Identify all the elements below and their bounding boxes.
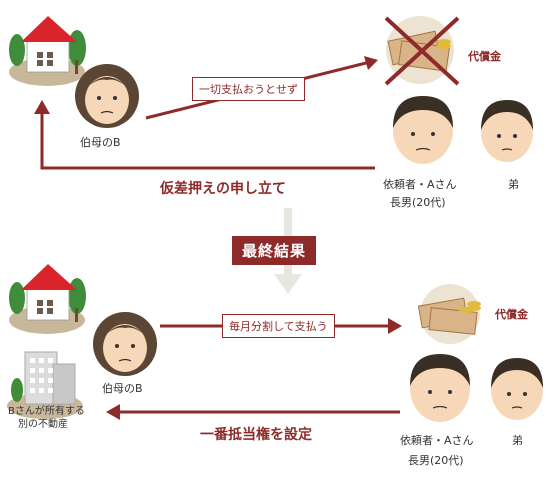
client-face-icon-bottom <box>410 354 470 422</box>
aunt-face-icon <box>75 64 139 128</box>
brother-label-bottom: 弟 <box>512 434 523 447</box>
aunt-face-icon-bottom <box>93 312 157 376</box>
client-sub-top: 長男(20代) <box>390 196 446 209</box>
final-result-banner: 最終結果 <box>232 236 317 265</box>
brother-label-top: 弟 <box>508 178 519 191</box>
installment-label: 毎月分割して支払う <box>222 314 335 338</box>
aunt-label-top: 伯母のB <box>80 136 121 149</box>
attachment-label: 仮差押えの申し立て <box>160 181 286 197</box>
money-icon <box>417 284 481 344</box>
building-icon <box>7 351 83 419</box>
no-pay-label: 一切支払おうとせず <box>192 77 305 101</box>
money-label-top: 代償金 <box>468 50 501 63</box>
aunt-label-bottom: 伯母のB <box>102 382 143 395</box>
property-label-2: 別の不動産 <box>18 419 68 430</box>
brother-face-icon <box>481 100 533 162</box>
client-sub-bottom: 長男(20代) <box>408 454 464 467</box>
money-label-bottom: 代償金 <box>495 308 528 321</box>
property-label-1: Bさんが所有する <box>8 406 85 417</box>
money-crossed-icon <box>384 16 460 86</box>
mortgage-label: 一番抵当権を設定 <box>200 427 312 443</box>
client-face-icon <box>393 96 453 164</box>
attachment-arrow <box>34 100 375 170</box>
house-icon-bottom <box>9 264 86 334</box>
house-icon <box>9 16 86 86</box>
brother-face-icon-bottom <box>491 358 543 420</box>
client-label-bottom: 依頼者・Aさん <box>400 434 474 447</box>
client-label-top: 依頼者・Aさん <box>383 178 457 191</box>
